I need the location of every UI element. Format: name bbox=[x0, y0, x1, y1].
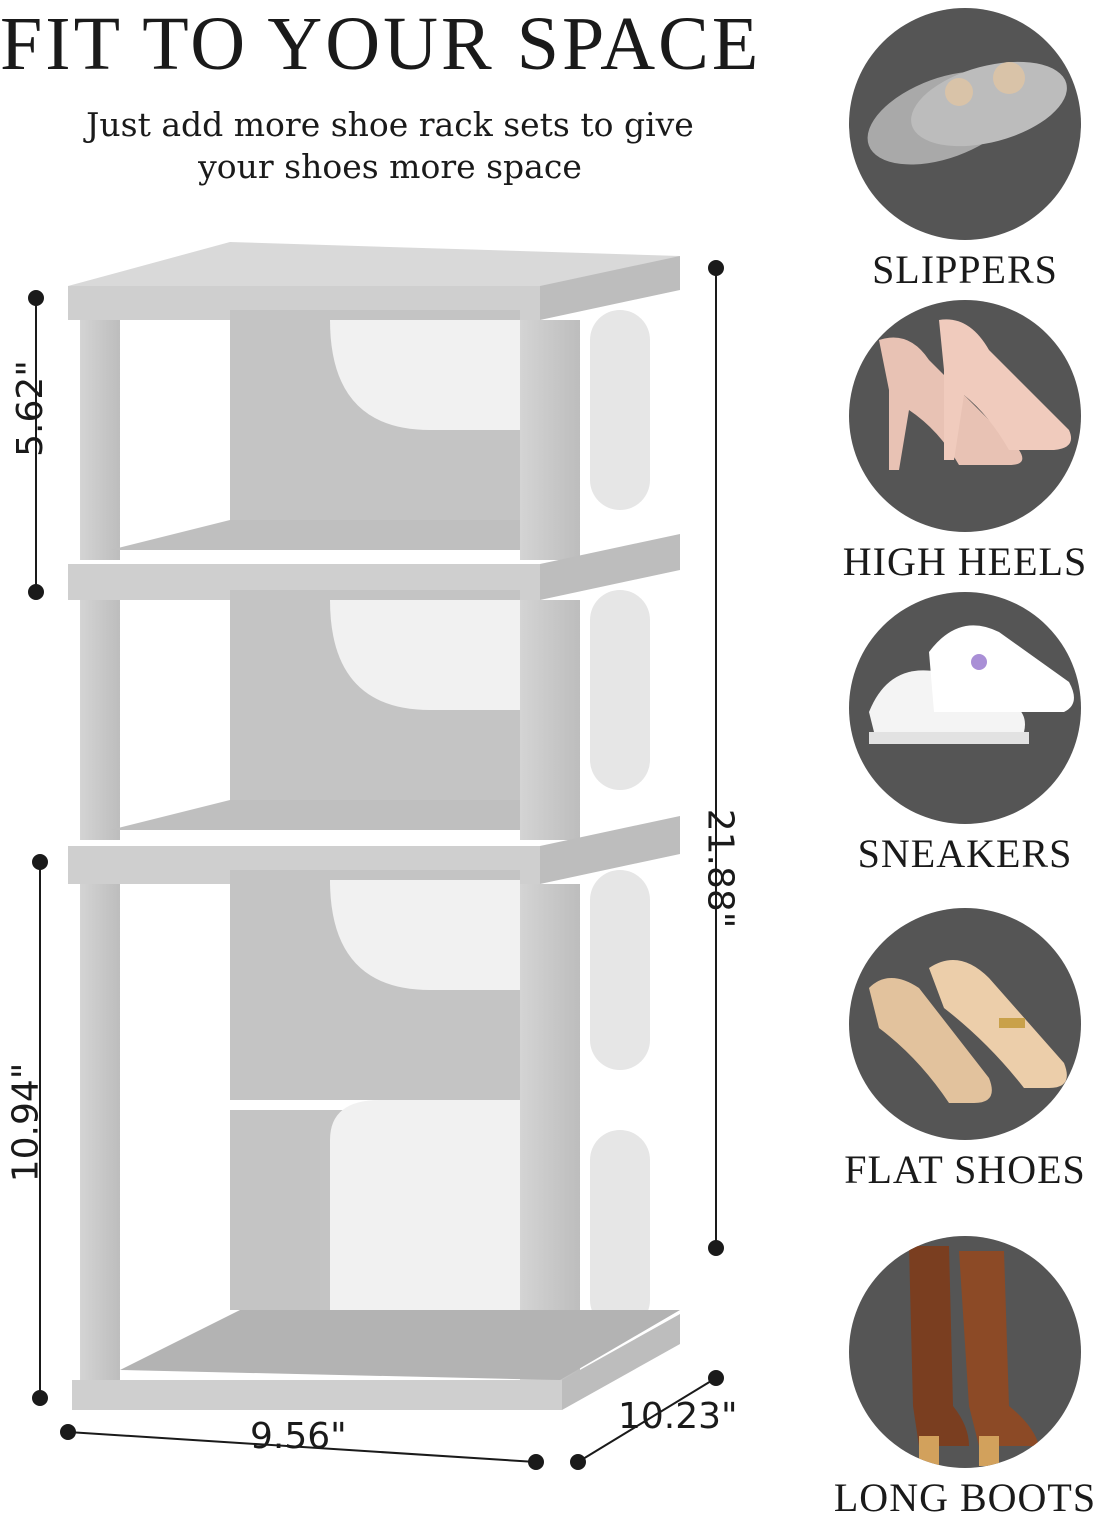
category-label: SLIPPERS bbox=[872, 247, 1058, 292]
rack-tier-1 bbox=[68, 242, 680, 560]
flat-shoe-icon bbox=[869, 960, 1067, 1103]
double-tier-height-label: 10.94" bbox=[5, 1062, 47, 1183]
category-label: SNEAKERS bbox=[857, 831, 1073, 876]
rack-tier-3 bbox=[68, 816, 680, 1124]
category-label: HIGH HEELS bbox=[842, 539, 1088, 584]
shoe-rack-illustration bbox=[28, 242, 724, 1470]
high-heel-icon bbox=[879, 319, 1072, 470]
category-image bbox=[849, 592, 1081, 824]
category-long-boots: LONG BOOTS bbox=[830, 1236, 1100, 1521]
subtitle: Just add more shoe rack sets to give you… bbox=[40, 104, 740, 188]
rack-tier-4 bbox=[72, 1100, 680, 1410]
category-high-heels: HIGH HEELS bbox=[830, 300, 1100, 585]
category-label: LONG BOOTS bbox=[833, 1475, 1097, 1520]
category-image bbox=[849, 300, 1081, 532]
subtitle-line-2: your shoes more space bbox=[198, 147, 582, 186]
dimension-lines bbox=[28, 260, 724, 1470]
category-image bbox=[849, 908, 1081, 1140]
category-label: FLAT SHOES bbox=[844, 1147, 1086, 1192]
rack-tier-2 bbox=[68, 534, 680, 840]
total-height-label: 21.88" bbox=[699, 808, 741, 929]
slipper-icon bbox=[867, 61, 1067, 165]
category-slippers: SLIPPERS bbox=[830, 8, 1100, 293]
tier-height-label: 5.62" bbox=[9, 360, 51, 457]
category-sneakers: SNEAKERS bbox=[830, 592, 1100, 877]
category-image bbox=[849, 8, 1081, 240]
sneaker-icon bbox=[869, 625, 1074, 744]
width-label: 9.56" bbox=[250, 1416, 347, 1457]
category-flat-shoes: FLAT SHOES bbox=[830, 908, 1100, 1193]
category-image bbox=[849, 1236, 1081, 1468]
depth-label: 10.23" bbox=[618, 1396, 738, 1437]
boot-icon bbox=[909, 1246, 1039, 1466]
subtitle-line-1: Just add more shoe rack sets to give bbox=[86, 105, 694, 144]
page-title: FIT TO YOUR SPACE bbox=[0, 2, 762, 86]
